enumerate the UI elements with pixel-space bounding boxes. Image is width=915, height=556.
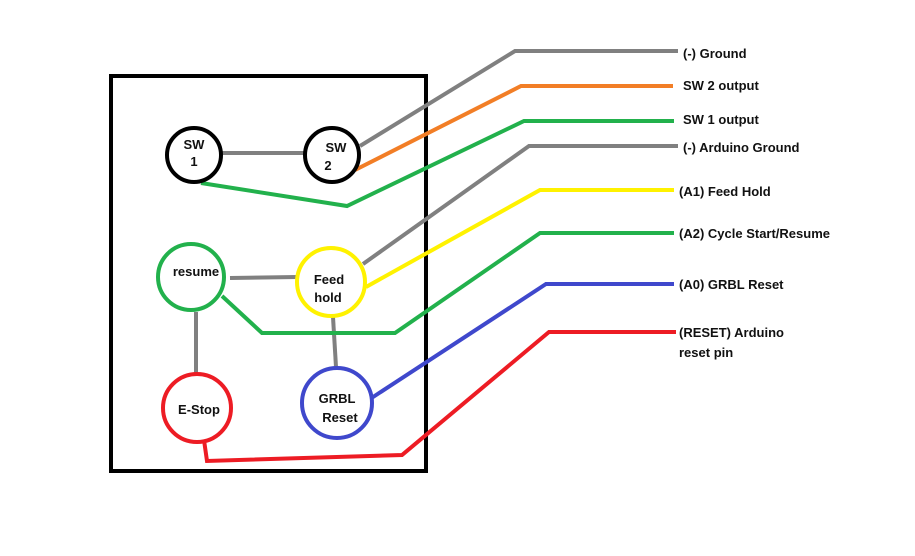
wire-sw1-output	[200, 119, 674, 209]
node-sw2-label-1: SW	[326, 140, 348, 155]
enclosure-box	[109, 74, 428, 473]
node-sw1-label-2: 1	[190, 154, 197, 169]
node-feed-hold-label-1: Feed	[314, 272, 344, 287]
node-estop: E-Stop	[161, 372, 233, 444]
node-grbl-reset: GRBL Reset	[300, 366, 374, 440]
label-sw2-output: SW 2 output	[683, 78, 759, 93]
node-resume: resume	[156, 242, 226, 312]
node-feed-hold: Feed hold	[295, 246, 367, 318]
wire-ground	[358, 49, 678, 148]
node-estop-label: E-Stop	[178, 402, 220, 417]
wire-arduino-ground	[361, 144, 678, 266]
node-sw1-label-1: SW	[184, 137, 206, 152]
wire-sw2-output	[354, 84, 673, 172]
wire-grbl-reset	[368, 282, 674, 401]
label-reset-line2: reset pin	[679, 345, 733, 360]
wire-arduino-reset	[202, 330, 676, 464]
wire-feedhold-grbl	[331, 316, 338, 368]
wire-feed-hold	[365, 188, 674, 289]
label-cycle-start: (A2) Cycle Start/Resume	[679, 226, 830, 241]
label-arduino-ground: (-) Arduino Ground	[683, 140, 800, 155]
label-feed-hold: (A1) Feed Hold	[679, 184, 771, 199]
wire-resume-feedhold	[229, 275, 298, 280]
node-grbl-reset-label-2: Reset	[322, 410, 358, 425]
node-sw1: SW 1	[165, 126, 223, 184]
node-sw2: SW 2	[303, 126, 361, 184]
label-grbl-reset: (A0) GRBL Reset	[679, 277, 784, 292]
label-ground: (-) Ground	[683, 46, 747, 61]
node-resume-label: resume	[173, 264, 219, 279]
node-feed-hold-label-2: hold	[314, 290, 341, 305]
wire-cycle-start	[220, 231, 674, 335]
node-sw2-label-2: 2	[324, 158, 331, 173]
node-grbl-reset-label-1: GRBL	[319, 391, 356, 406]
label-sw1-output: SW 1 output	[683, 112, 759, 127]
label-reset-line1: (RESET) Arduino	[679, 325, 784, 340]
